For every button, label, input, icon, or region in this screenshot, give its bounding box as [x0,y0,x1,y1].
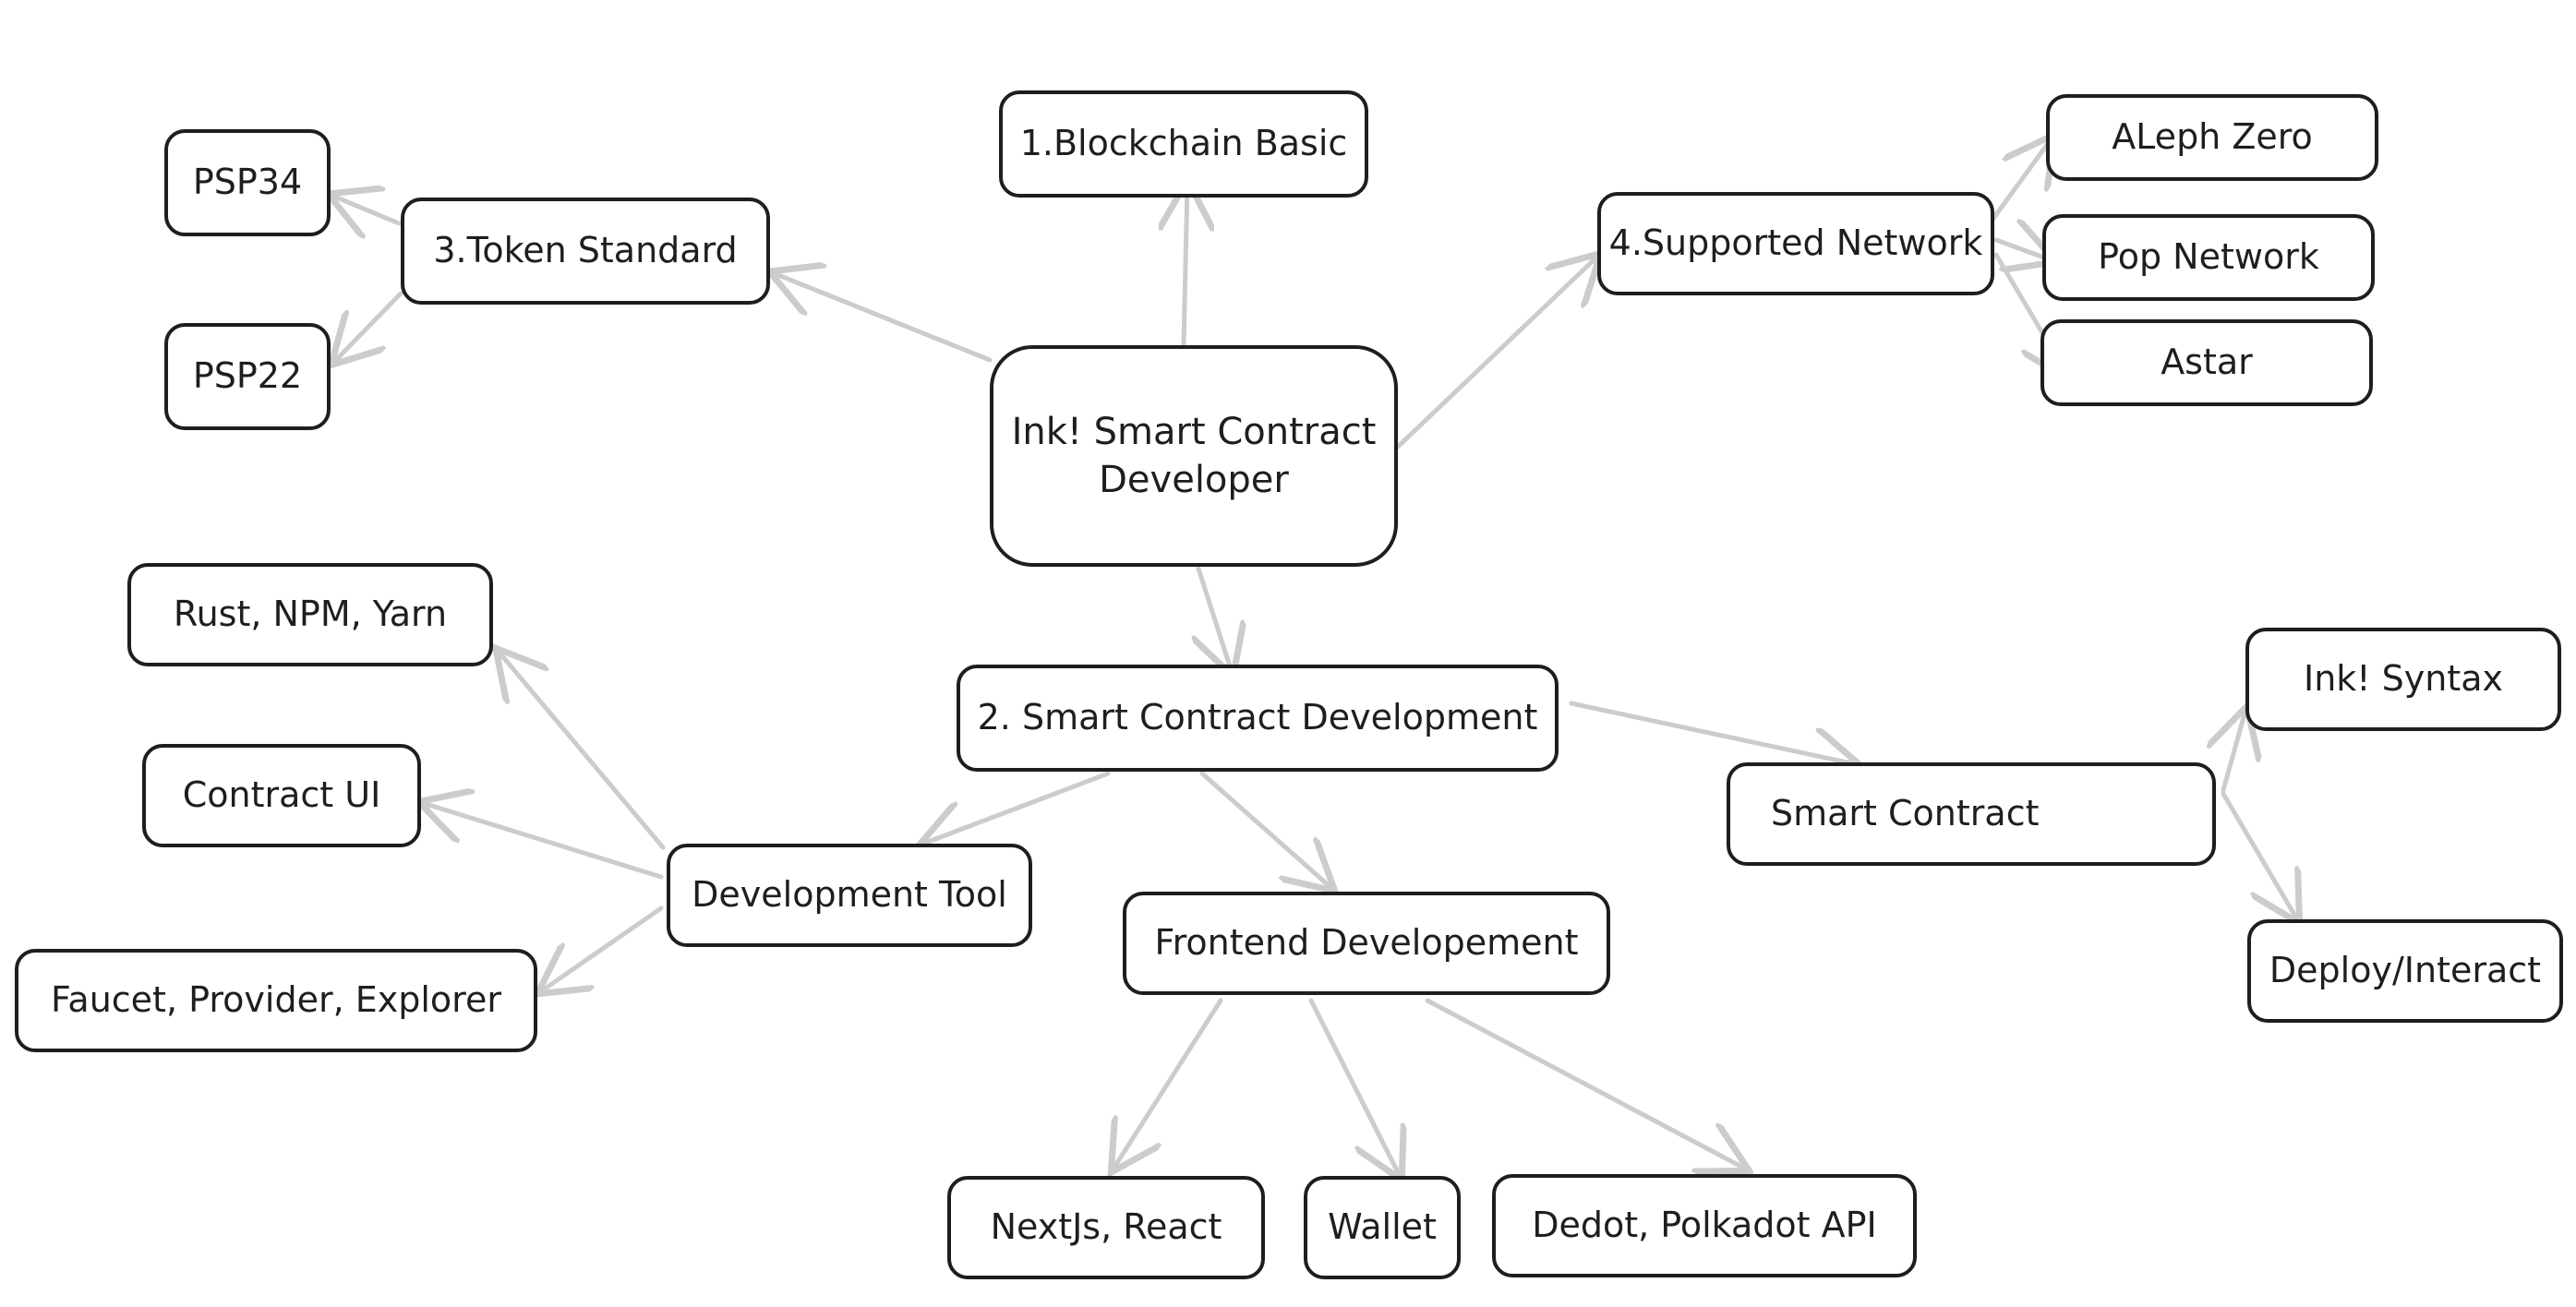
node-smart-contract[interactable]: Smart Contract [1727,762,2216,866]
arrow-smart-contract-to-deploy-interact [2221,791,2297,919]
arrow-development-tool-to-rust-npm-yarn [499,652,666,850]
node-token-standard-label: 3.Token Standard [433,230,738,271]
node-faucet-provider-explorer-label: Faucet, Provider, Explorer [51,979,501,1021]
node-psp34[interactable]: PSP34 [164,129,331,236]
node-smart-contract-label: Smart Contract [1771,793,2040,834]
node-supported-network-label: 4.Supported Network [1608,222,1983,264]
node-deploy-interact[interactable]: Deploy/Interact [2247,919,2563,1023]
arrow-center-to-supported-network [1395,257,1597,450]
node-psp22-label: PSP22 [192,355,303,397]
center-node-line2: Developer [1099,459,1289,501]
arrow-frontend-development-to-dedot-polkadot-api [1425,998,1745,1169]
node-smart-contract-development[interactable]: 2. Smart Contract Development [957,665,1559,772]
node-frontend-development-label: Frontend Developement [1154,922,1579,964]
node-blockchain-basic[interactable]: 1.Blockchain Basic [999,90,1368,198]
node-psp22[interactable]: PSP22 [164,323,331,430]
node-astar[interactable]: Astar [2040,319,2373,406]
node-supported-network[interactable]: 4.Supported Network [1597,192,1994,295]
node-aleph-zero-label: ALeph Zero [2112,116,2313,158]
node-pop-network-label: Pop Network [2098,236,2319,278]
arrow-center-to-token-standard [774,273,993,363]
node-frontend-development[interactable]: Frontend Developement [1123,892,1610,995]
node-rust-npm-yarn[interactable]: Rust, NPM, Yarn [127,563,493,666]
node-dedot-polkadot-api-label: Dedot, Polkadot API [1532,1205,1877,1246]
arrow-frontend-development-to-wallet [1308,998,1400,1176]
node-aleph-zero[interactable]: ALeph Zero [2046,94,2378,181]
node-wallet-label: Wallet [1328,1206,1437,1248]
node-development-tool-label: Development Tool [692,874,1007,916]
node-smart-contract-development-label: 2. Smart Contract Development [977,697,1538,738]
arrow-development-tool-to-faucet-provider-explorer [541,905,664,991]
arrow-development-tool-to-contract-ui [423,803,664,880]
node-development-tool[interactable]: Development Tool [667,844,1032,947]
arrow-frontend-development-to-nextjs-react [1113,998,1223,1169]
arrow-smart-contract-development-to-smart-contract [1569,701,1856,764]
node-pop-network[interactable]: Pop Network [2042,214,2375,301]
arrow-smart-contract-development-to-development-tool [923,771,1111,844]
arrow-token-standard-to-psp34 [332,196,402,223]
node-nextjs-react[interactable]: NextJs, React [947,1176,1265,1279]
node-psp34-label: PSP34 [192,162,303,203]
node-dedot-polkadot-api[interactable]: Dedot, Polkadot API [1492,1174,1917,1277]
node-astar-label: Astar [2161,342,2253,383]
arrow-token-standard-to-psp22 [334,291,403,362]
center-node-line1: Ink! Smart Contract [1011,411,1377,453]
node-contract-ui-label: Contract UI [182,774,381,816]
center-node[interactable]: Ink! Smart Contract Developer [990,345,1398,567]
node-rust-npm-yarn-label: Rust, NPM, Yarn [173,594,448,635]
arrow-center-to-blockchain-basic [1184,185,1187,348]
node-ink-syntax-label: Ink! Syntax [2304,658,2503,700]
node-ink-syntax[interactable]: Ink! Syntax [2245,628,2561,731]
arrow-supported-network-to-aleph-zero [1990,138,2052,222]
arrow-center-to-smart-contract-development [1198,566,1232,672]
node-contract-ui[interactable]: Contract UI [142,744,421,847]
node-blockchain-basic-label: 1.Blockchain Basic [1019,123,1348,164]
arrow-smart-contract-to-ink-syntax [2223,711,2245,793]
node-nextjs-react-label: NextJs, React [990,1206,1222,1248]
node-faucet-provider-explorer[interactable]: Faucet, Provider, Explorer [15,949,537,1052]
node-wallet[interactable]: Wallet [1304,1176,1461,1279]
node-token-standard[interactable]: 3.Token Standard [401,198,770,305]
node-deploy-interact-label: Deploy/Interact [2269,950,2542,991]
arrow-smart-contract-development-to-frontend-development [1199,771,1331,888]
